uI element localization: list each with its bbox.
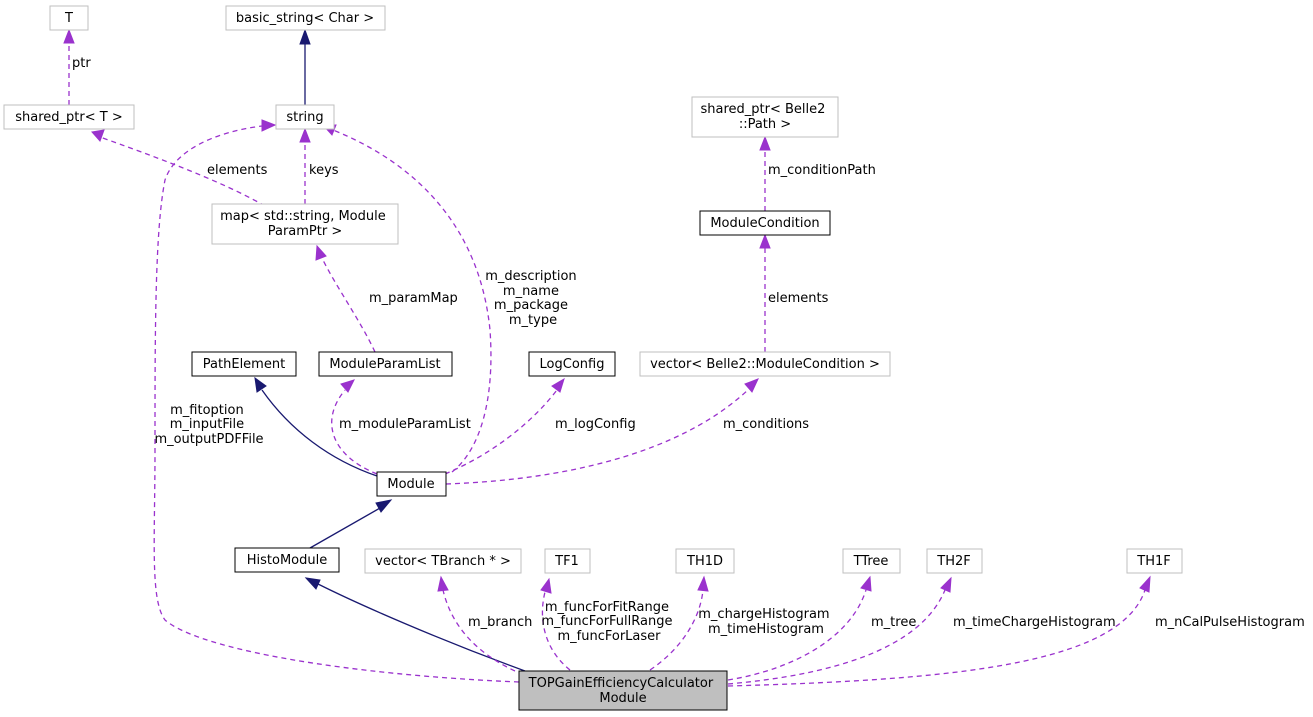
arrowhead — [91, 129, 105, 142]
node-pathelement[interactable]: PathElement — [191, 351, 297, 377]
node-label: TH1D — [686, 554, 723, 569]
arrowhead — [375, 499, 393, 513]
node-modulecondition[interactable]: ModuleCondition — [699, 210, 831, 236]
edge-main-to-tf1 — [541, 591, 571, 671]
nodes: T basic_string< Char > shared_ptr< T > s… — [3, 5, 1183, 711]
node-label: TF1 — [554, 554, 579, 569]
node-label: shared_ptr< Belle2 ::Path > — [700, 102, 829, 132]
node-basic-string[interactable]: basic_string< Char > — [225, 5, 386, 31]
arrowhead — [759, 233, 771, 249]
arrowhead — [304, 577, 321, 590]
arrowhead — [540, 577, 552, 594]
edge-main-to-ttree — [727, 589, 867, 681]
edge-main-to-histomodule — [317, 583, 526, 672]
edge-label-m-logconfig: m_logConfig — [555, 417, 636, 432]
edge-label-m-parammap: m_paramMap — [369, 291, 458, 306]
edge-histomodule-to-module — [309, 507, 381, 549]
edges — [63, 28, 1151, 687]
edge-module-to-moduleparamlist — [331, 389, 378, 475]
node-label: string — [286, 110, 323, 125]
edge-module-to-string — [332, 129, 492, 473]
edge-label-m-description: m_description m_name m_package m_type — [485, 269, 581, 328]
node-tf1[interactable]: TF1 — [544, 548, 591, 574]
edge-main-to-th1f — [727, 589, 1146, 687]
edge-label-m-ncalpulsehistogram: m_nCalPulseHistogram — [1155, 615, 1305, 630]
node-histomodule[interactable]: HistoModule — [234, 547, 340, 573]
node-th1f[interactable]: TH1F — [1126, 548, 1183, 574]
edge-label-m-tree: m_tree — [871, 615, 916, 630]
edge-label-m-fitoption: m_fitoption m_inputFile m_outputPDFFile — [154, 403, 263, 447]
edge-label-m-hists: m_chargeHistogram m_timeHistogram — [698, 607, 833, 637]
node-label: TTree — [853, 554, 889, 569]
node-main-class[interactable]: TOPGainEfficiencyCalculator Module — [518, 670, 728, 711]
node-vector-modulecondition[interactable]: vector< Belle2::ModuleCondition > — [639, 351, 891, 377]
node-label: LogConfig — [540, 357, 605, 372]
node-ttree[interactable]: TTree — [842, 548, 901, 574]
edge-main-to-vector-tbranch — [442, 589, 516, 672]
node-logconfig[interactable]: LogConfig — [528, 351, 616, 377]
node-label: ModuleParamList — [329, 357, 440, 372]
node-label: Module — [387, 477, 434, 492]
arrowhead — [744, 378, 759, 393]
edge-label-m-moduleparamlist: m_moduleParamList — [339, 417, 471, 432]
edge-module-to-vector-conditions — [445, 387, 751, 485]
node-label: shared_ptr< T > — [15, 110, 122, 125]
edge-label-m-timechargehistogram: m_timeChargeHistogram — [953, 615, 1116, 630]
node-shared-ptr-path[interactable]: shared_ptr< Belle2 ::Path > — [691, 96, 839, 138]
arrowhead — [340, 379, 355, 393]
arrowhead — [63, 28, 75, 44]
node-moduleparamlist[interactable]: ModuleParamList — [318, 351, 453, 377]
edge-label-m-funcs: m_funcForFitRange m_funcForFullRange m_f… — [541, 600, 676, 644]
node-label: TOPGainEfficiencyCalculator Module — [528, 676, 718, 706]
node-label: HistoModule — [247, 553, 327, 568]
edge-moduleparamlist-to-map — [321, 257, 376, 353]
edge-main-to-th2f — [727, 589, 946, 685]
edge-main-to-string — [153, 125, 520, 683]
arrowhead — [261, 119, 277, 132]
node-th1d[interactable]: TH1D — [675, 548, 735, 574]
edge-label-m-conditions: m_conditions — [723, 417, 809, 432]
node-label: T — [64, 11, 73, 26]
arrowhead — [697, 575, 709, 592]
edge-label-m-conditionpath: m_conditionPath — [768, 163, 876, 178]
node-label: vector< Belle2::ModuleCondition > — [650, 357, 880, 372]
node-label: ModuleCondition — [710, 216, 819, 231]
node-shared-ptr-t[interactable]: shared_ptr< T > — [3, 104, 135, 130]
edge-labels: ptr elements keys m_conditionPath elemen… — [72, 56, 1305, 644]
node-module[interactable]: Module — [376, 471, 447, 497]
node-t[interactable]: T — [49, 5, 89, 31]
edge-map-to-shared-ptr — [99, 136, 266, 207]
node-label: basic_string< Char > — [236, 11, 374, 26]
arrowhead — [759, 135, 771, 151]
node-label: map< std::string, Module ParamPtr > — [220, 209, 390, 239]
edge-label-keys: keys — [309, 163, 339, 178]
node-th2f[interactable]: TH2F — [926, 548, 983, 574]
node-label: vector< TBranch * > — [375, 554, 511, 569]
arrowhead — [860, 575, 872, 592]
node-label: PathElement — [203, 357, 285, 372]
node-vector-tbranch[interactable]: vector< TBranch * > — [364, 548, 522, 574]
arrowhead — [299, 28, 311, 45]
arrowhead — [551, 377, 565, 393]
node-string[interactable]: string — [275, 104, 335, 130]
edge-module-to-pathelement — [261, 389, 378, 477]
edge-label-m-branch: m_branch — [468, 615, 532, 630]
node-label: TH1F — [1136, 554, 1170, 569]
arrowhead — [299, 127, 311, 143]
edge-label-ptr: ptr — [72, 56, 91, 71]
arrowhead — [1139, 575, 1151, 593]
edge-module-to-logconfig — [444, 389, 558, 475]
edge-label-elements-condition: elements — [768, 291, 829, 306]
node-map-param[interactable]: map< std::string, Module ParamPtr > — [211, 203, 399, 245]
arrowhead — [315, 244, 327, 261]
edge-label-elements-map: elements — [207, 163, 268, 178]
node-label: TH2F — [936, 554, 970, 569]
arrowhead — [940, 576, 952, 593]
arrowhead — [437, 575, 449, 592]
edge-main-to-th1d — [649, 589, 704, 671]
arrowhead — [254, 376, 267, 393]
